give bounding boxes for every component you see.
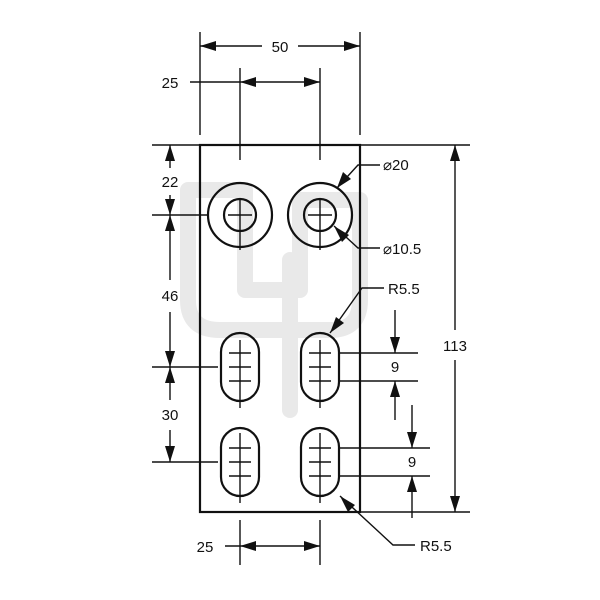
dim-left-top-label: 22 <box>162 174 179 191</box>
diameter-symbol-inner: ⌀ <box>383 241 392 258</box>
dim-top-width-label: 50 <box>272 39 289 56</box>
center-lines <box>228 68 332 565</box>
inner-diameter-label: ⌀10.5 <box>383 241 421 258</box>
dim-total-height: 113 <box>360 144 470 513</box>
callout-outer-diameter: ⌀20 <box>336 157 409 189</box>
dim-slot-pitch-lower: 9 <box>340 405 430 518</box>
dim-top-offset-label: 25 <box>162 75 179 92</box>
dim-bottom-offset-label: 25 <box>197 539 214 556</box>
dim-top-offset: 25 <box>162 75 320 92</box>
diameter-symbol-outer: ⌀ <box>383 157 392 174</box>
slot-radius-lower-label: R5.5 <box>420 538 452 555</box>
slot-radius-upper-label: R5.5 <box>388 281 420 298</box>
dim-left-chain: 22 46 30 <box>152 144 218 463</box>
slot-pitch-upper-label: 9 <box>391 359 399 376</box>
watermark-logo <box>180 182 368 418</box>
dim-total-height-label: 113 <box>443 338 467 355</box>
outer-diameter-label: ⌀20 <box>383 157 409 174</box>
dim-left-bottom-label: 30 <box>162 407 179 424</box>
outer-diameter-value: 20 <box>392 157 409 174</box>
callout-inner-diameter: ⌀10.5 <box>333 225 421 258</box>
callout-slot-radius-upper: R5.5 <box>329 281 420 334</box>
plate-outline <box>198 143 362 514</box>
dim-slot-pitch-upper: 9 <box>340 310 418 420</box>
dim-left-mid-label: 46 <box>162 288 179 305</box>
dim-top-width: 50 <box>199 32 361 135</box>
callout-slot-radius-lower: R5.5 <box>339 495 452 555</box>
slot-pitch-lower-label: 9 <box>408 454 416 471</box>
dim-bottom-offset: 25 <box>197 539 320 556</box>
inner-diameter-value: 10.5 <box>392 241 421 258</box>
